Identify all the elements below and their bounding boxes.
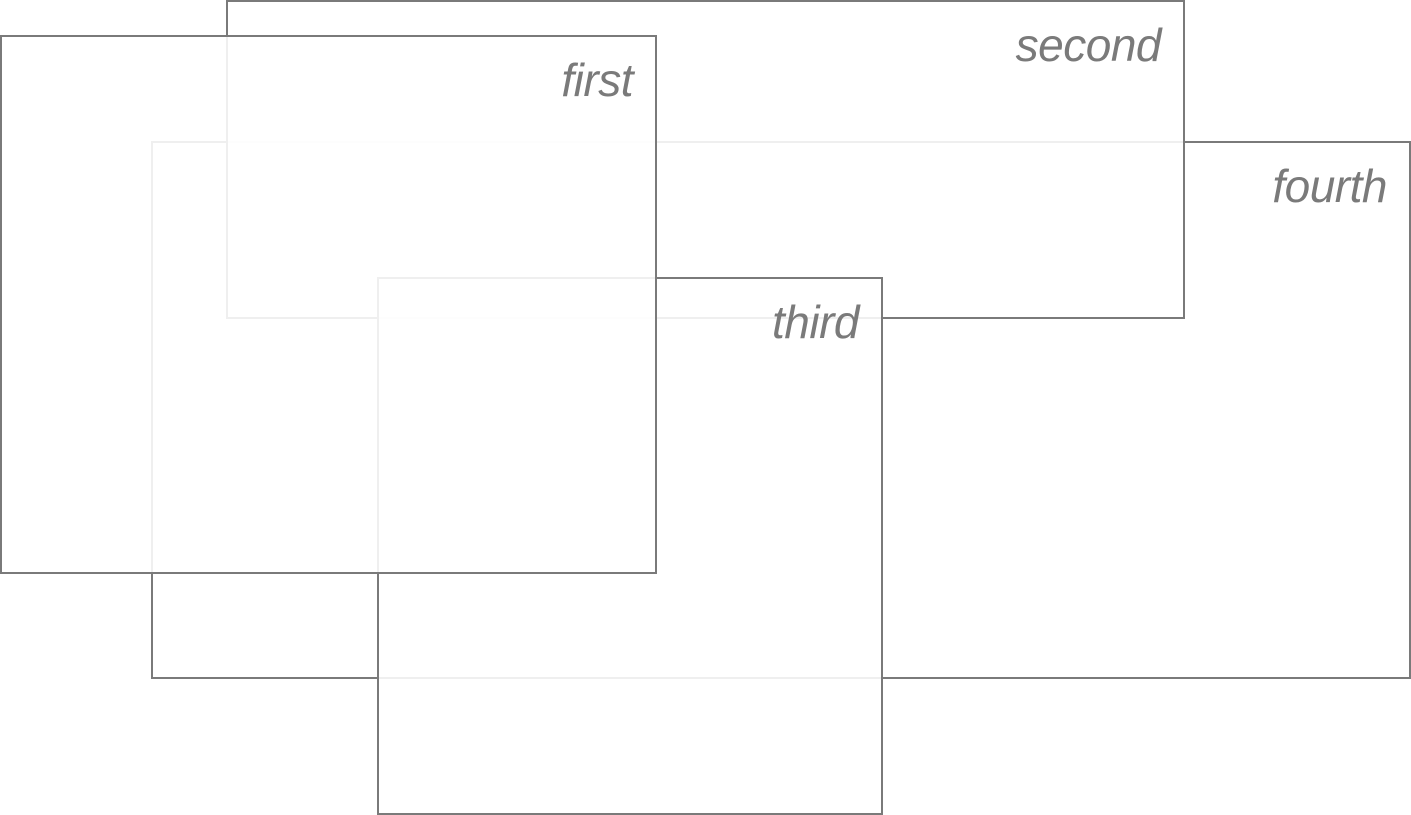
- panel-first: first: [0, 35, 657, 574]
- panel-third-label: third: [772, 296, 859, 348]
- panel-second-label: second: [1015, 19, 1162, 71]
- panel-fourth-label: fourth: [1272, 160, 1387, 212]
- panel-first-label: first: [561, 54, 633, 106]
